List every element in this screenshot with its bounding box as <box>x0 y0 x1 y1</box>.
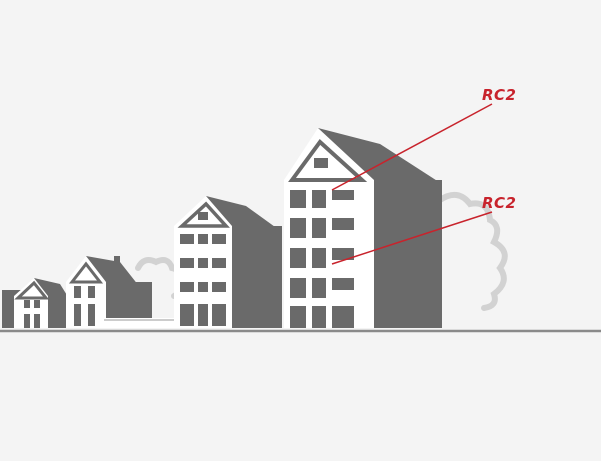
annotation-leaders <box>331 103 493 265</box>
building-tall <box>284 128 442 328</box>
leader-line-bottom <box>331 211 493 265</box>
leader-line-top <box>331 103 493 191</box>
house-small <box>2 278 70 328</box>
annotation-label-bottom: RC2 <box>482 194 517 212</box>
annotation-label-top: RC2 <box>482 86 517 104</box>
house-medium <box>66 256 174 328</box>
building-middle <box>174 196 282 328</box>
bush-right <box>437 191 508 311</box>
